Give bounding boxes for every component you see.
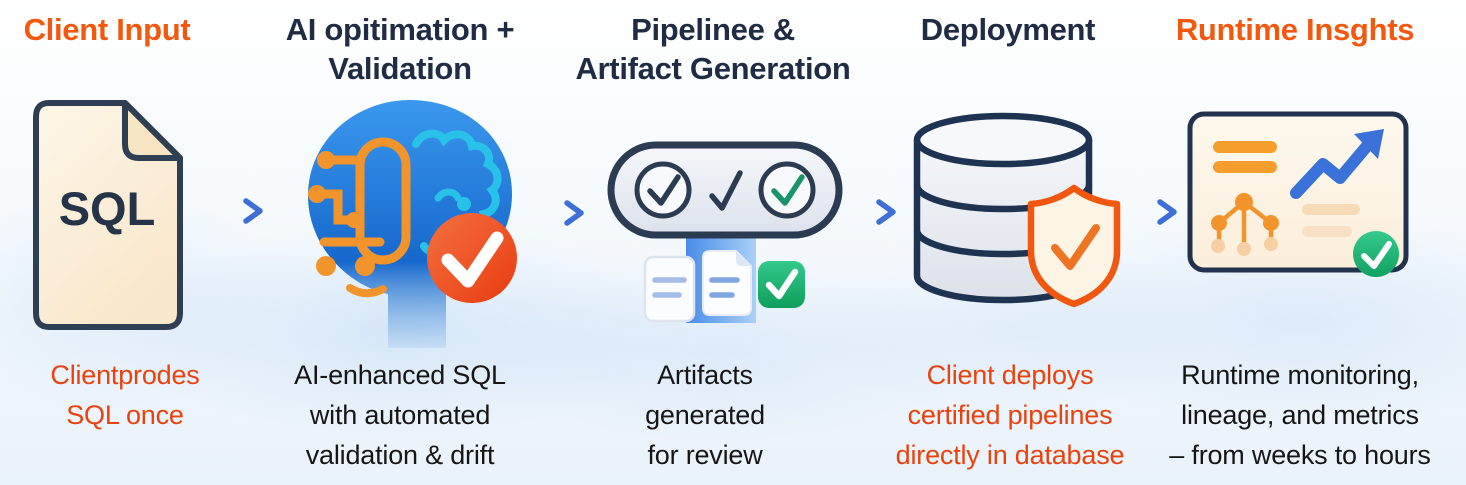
stage-caption: Clientprodes SQL once bbox=[0, 355, 255, 435]
circuit-nodes bbox=[308, 151, 375, 276]
caption-line: Clientprodes bbox=[50, 360, 200, 390]
arrow-right-icon bbox=[206, 198, 263, 224]
stage-title: AI opitimation + Validation bbox=[230, 10, 570, 88]
database-shield-check-icon bbox=[913, 112, 1121, 308]
brain-dot bbox=[457, 197, 471, 211]
check-icon-left bbox=[647, 174, 681, 206]
stage-title-line: Artifact Generation bbox=[575, 51, 851, 86]
lineage-tree-icon bbox=[1211, 193, 1279, 256]
pipeline-checks-documents-icon bbox=[607, 141, 843, 323]
check-icon-middle bbox=[709, 170, 743, 211]
shield-icon bbox=[1027, 184, 1121, 308]
sql-label: SQL bbox=[59, 182, 156, 235]
stage-title: Deployment bbox=[858, 10, 1158, 49]
sql-document-icon: SQL bbox=[33, 100, 183, 330]
stage-title-line: Runtime Insghts bbox=[1175, 12, 1415, 47]
artifact-document-right bbox=[702, 250, 752, 316]
database-top bbox=[913, 112, 1093, 168]
analytics-dashboard-check-icon bbox=[1187, 111, 1409, 277]
stage-caption: AI-enhanced SQL with automated validatio… bbox=[240, 355, 560, 475]
caption-line: directly in database bbox=[895, 440, 1125, 470]
stage-title: Client Input bbox=[0, 10, 227, 49]
caption-line: – from weeks to hours bbox=[1169, 440, 1431, 470]
stage-title-line: Client Input bbox=[23, 12, 191, 47]
stage-title-line: Pipelinee & bbox=[631, 12, 795, 47]
approved-badge bbox=[758, 261, 805, 308]
caption-line: SQL once bbox=[66, 400, 184, 430]
stage-title-line: AI opitimation + bbox=[285, 12, 515, 47]
success-badge bbox=[1353, 231, 1399, 277]
shield-check-icon bbox=[1051, 224, 1100, 270]
circuit-pattern bbox=[313, 137, 411, 298]
caption-line: with automated bbox=[309, 400, 491, 430]
caption-line: Client deploys bbox=[926, 360, 1094, 390]
caption-line: Artifacts bbox=[657, 360, 753, 390]
arrow-right-icon bbox=[1130, 199, 1177, 225]
caption-line: Runtime monitoring, bbox=[1181, 360, 1419, 390]
caption-line: validation & drift bbox=[305, 440, 495, 470]
arrow-right-icon bbox=[527, 200, 584, 226]
text-bars-orange bbox=[1213, 141, 1277, 173]
stage-title: Runtime Insghts bbox=[1125, 10, 1465, 49]
text-bars-pale bbox=[1302, 204, 1360, 237]
stage-title: Pipelinee & Artifact Generation bbox=[523, 10, 903, 88]
caption-line: certified pipelines bbox=[907, 400, 1113, 430]
arrow-right-icon bbox=[841, 199, 896, 225]
check-icon-right bbox=[771, 174, 805, 206]
stage-caption: Client deploys certified pipelines direc… bbox=[850, 355, 1170, 475]
caption-line: for review bbox=[647, 440, 763, 470]
caption-line: generated bbox=[645, 400, 765, 430]
trend-up-icon bbox=[1290, 129, 1384, 199]
ai-brain-check-icon bbox=[308, 100, 517, 348]
check-icon bbox=[441, 231, 504, 288]
artifact-document-left bbox=[643, 255, 696, 323]
document-fold bbox=[122, 100, 183, 161]
caption-line: lineage, and metrics bbox=[1181, 400, 1419, 430]
caption-line: AI-enhanced SQL bbox=[294, 360, 506, 390]
stage-title-line: Validation bbox=[328, 51, 472, 86]
stage-caption: Runtime monitoring, lineage, and metrics… bbox=[1125, 355, 1466, 475]
stage-caption: Artifacts generated for review bbox=[555, 355, 855, 475]
stage-title-line: Deployment bbox=[920, 12, 1096, 47]
